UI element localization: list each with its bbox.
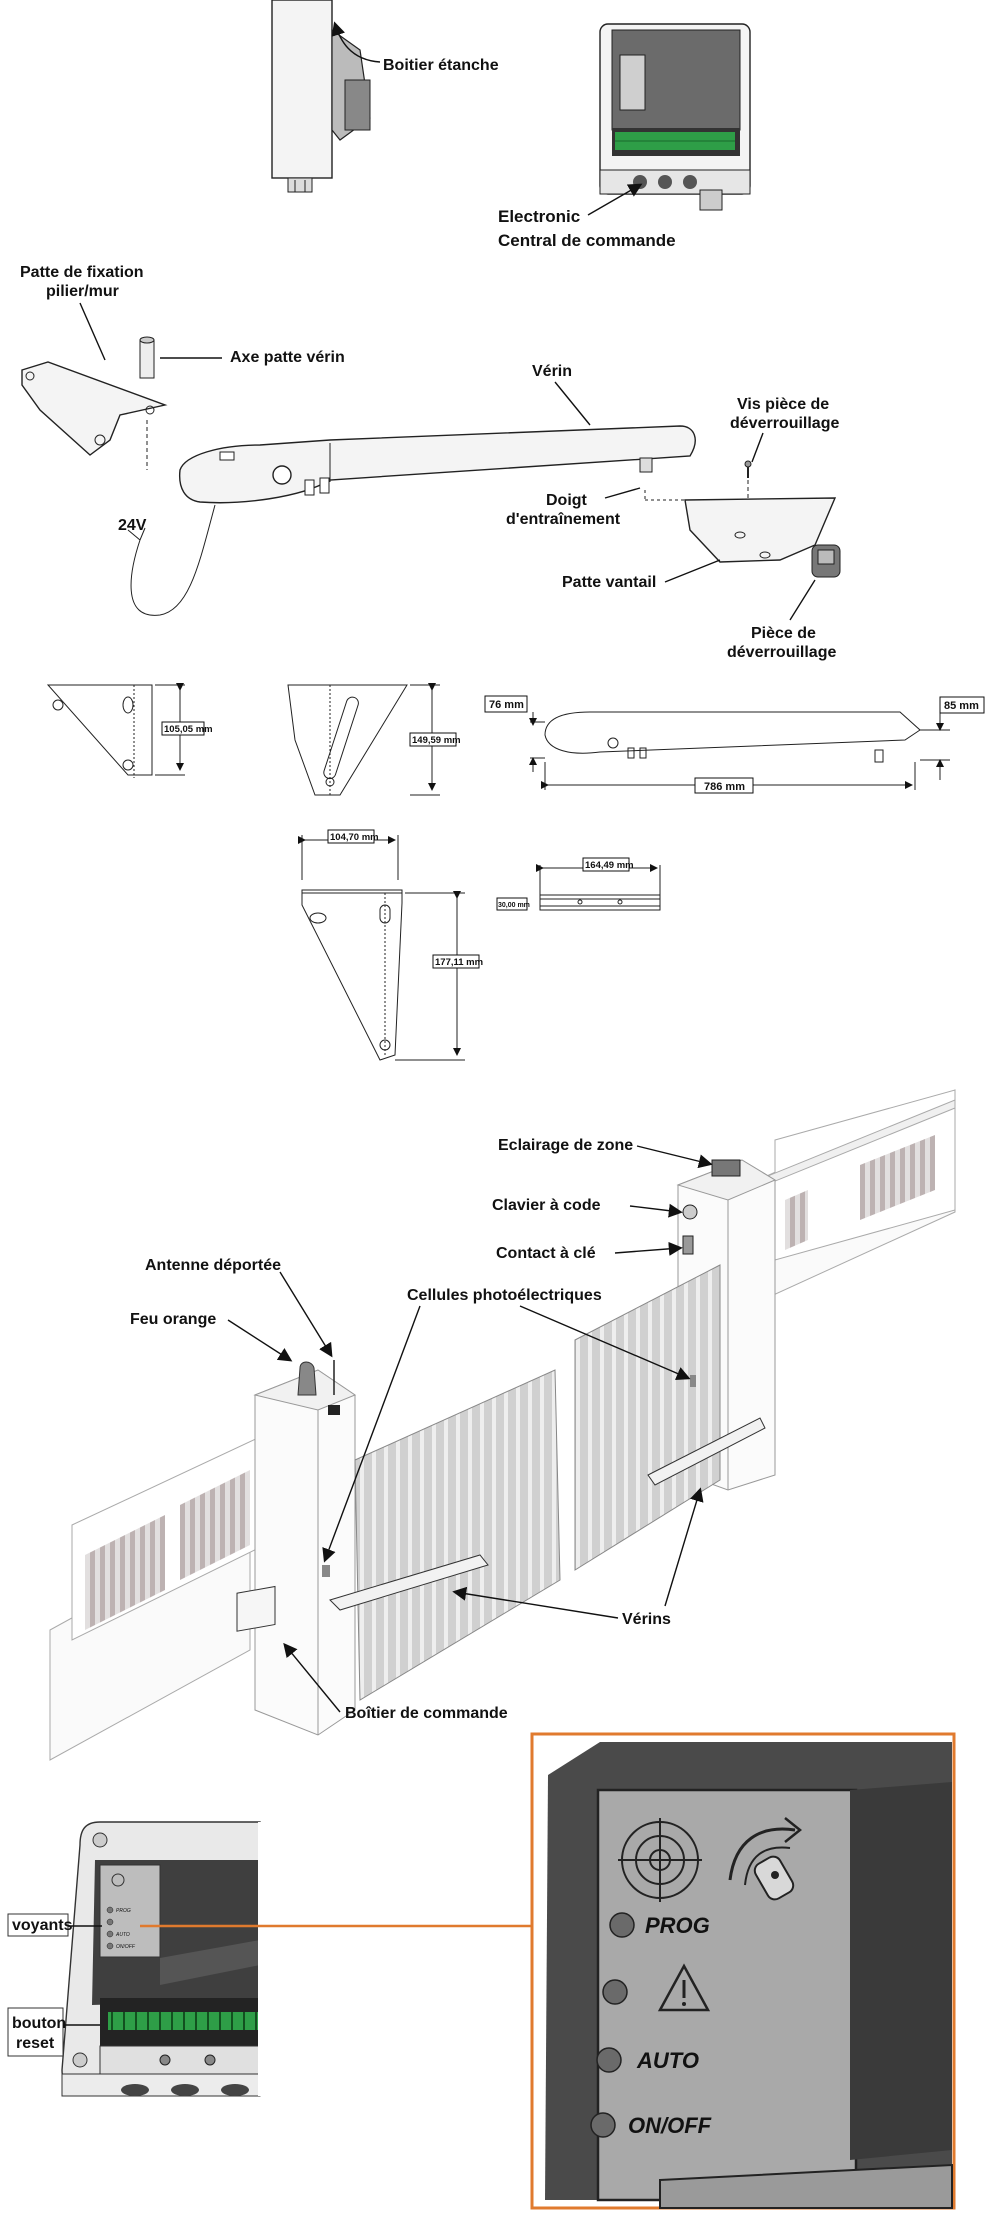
label-doigt-entrainement: d'entraînement — [506, 511, 621, 528]
label-patte-fixation: Patte de fixation — [20, 264, 144, 281]
label-bouton: bouton — [12, 2015, 66, 2032]
patte-fixation-leader — [79, 302, 106, 361]
remote-learn-icon — [728, 1817, 803, 1901]
power-cable — [130, 504, 216, 616]
indicator-onoff: ON/OFF — [628, 2113, 712, 2138]
dim-177: 177,11 mm — [435, 957, 483, 968]
dim-149: 149,59 mm — [412, 735, 461, 746]
dim-105: 105,05 mm — [164, 724, 213, 735]
reset-label-box — [7, 2007, 64, 2057]
cellules-leader-right — [519, 1305, 691, 1381]
label-pilier-mur: pilier/mur — [46, 283, 119, 300]
radio-target-icon — [618, 1818, 702, 1902]
pin-axis-illustration — [139, 336, 155, 379]
warning-triangle-icon — [657, 1963, 711, 2012]
eclairage-leader — [636, 1145, 713, 1169]
electronic-leader-line — [587, 183, 643, 216]
svg-text:ON/OFF: ON/OFF — [116, 1944, 136, 1950]
label-contact-a-cle: Contact à clé — [496, 1245, 596, 1262]
cellules-leader-left — [322, 1305, 421, 1563]
indicator-auto: AUTO — [636, 2048, 699, 2073]
vis-leader — [751, 432, 764, 463]
indicator-zoom-panel — [530, 1732, 956, 2210]
verins-leader-left — [452, 1586, 619, 1619]
onoff-led — [590, 2112, 616, 2138]
dim-85: 85 mm — [944, 700, 979, 712]
terminal-block-top — [615, 132, 735, 150]
label-voyants: voyants — [12, 1917, 73, 1934]
actuator-dim — [484, 695, 985, 794]
svg-text:PROG: PROG — [116, 1908, 131, 1914]
control-panel-small: PROG AUTO ON/OFF — [61, 1821, 262, 2097]
label-piece-deverrouillage: déverrouillage — [727, 644, 836, 661]
label-eclairage-de-zone: Eclairage de zone — [498, 1137, 633, 1154]
label-electronic: Electronic — [498, 207, 580, 226]
label-piece-de: Pièce de — [751, 625, 816, 642]
verin-leader — [554, 381, 591, 426]
label-central-commande: Central de commande — [498, 231, 676, 250]
indicator-prog: PROG — [645, 1913, 710, 1938]
release-piece-illustration — [811, 544, 841, 578]
boitier-leader-line — [331, 21, 381, 63]
label-axe-patte-verin: Axe patte vérin — [230, 349, 345, 366]
label-antenne-deportee: Antenne déportée — [145, 1257, 281, 1274]
wall-bracket-illustration — [21, 361, 168, 456]
waterproof-box-illustration — [271, 0, 371, 193]
control-box-illustration — [599, 23, 751, 211]
feu-leader — [227, 1319, 293, 1362]
label-24v: 24V — [118, 517, 147, 534]
cable-end — [127, 527, 146, 541]
leaf-bracket-illustration — [684, 497, 837, 563]
dim-30: 30,00 mm — [498, 902, 530, 909]
label-boitier-commande: Boîtier de commande — [345, 1705, 508, 1722]
piece-leader — [789, 579, 816, 621]
svg-text:AUTO: AUTO — [115, 1932, 130, 1938]
screw-illustration — [744, 460, 752, 478]
label-doigt: Doigt — [546, 492, 588, 509]
patte-vantail-leader — [664, 559, 721, 583]
verins-leader-right — [664, 1487, 704, 1607]
boitier-commande-leader — [283, 1642, 341, 1713]
antenne-leader — [279, 1271, 333, 1358]
doigt-leader — [604, 487, 641, 499]
label-verin: Vérin — [532, 363, 572, 380]
contact-leader — [614, 1241, 683, 1256]
dim-164: 164,49 mm — [585, 860, 634, 871]
dim-76: 76 mm — [489, 699, 524, 711]
prog-led — [609, 1912, 635, 1938]
clavier-leader — [629, 1203, 683, 1218]
bracket-dim-1 — [46, 683, 205, 778]
bracket-dim-3 — [298, 829, 480, 1061]
label-vis-piece: Vis pièce de — [737, 396, 829, 413]
label-verins: Vérins — [622, 1611, 671, 1628]
label-patte-vantail: Patte vantail — [562, 574, 656, 591]
installation-scene — [49, 1089, 956, 1761]
label-cellules: Cellules photoélectriques — [407, 1287, 602, 1304]
leaf-bracket-dim — [496, 857, 661, 911]
warning-led — [602, 1979, 628, 2005]
label-reset: reset — [16, 2035, 55, 2052]
label-clavier-a-code: Clavier à code — [492, 1197, 601, 1214]
dim-104: 104,70 mm — [330, 832, 379, 843]
voyants-label-box — [7, 1913, 69, 1937]
terminal-strip — [108, 2012, 260, 2030]
auto-led — [596, 2047, 622, 2073]
label-feu-orange: Feu orange — [130, 1311, 216, 1328]
bracket-dim-2 — [287, 683, 457, 796]
dim-786: 786 mm — [704, 781, 745, 793]
label-boitier-etanche: Boitier étanche — [383, 57, 499, 74]
label-vis-deverrouillage: déverrouillage — [730, 415, 839, 432]
actuator-illustration — [178, 425, 696, 504]
